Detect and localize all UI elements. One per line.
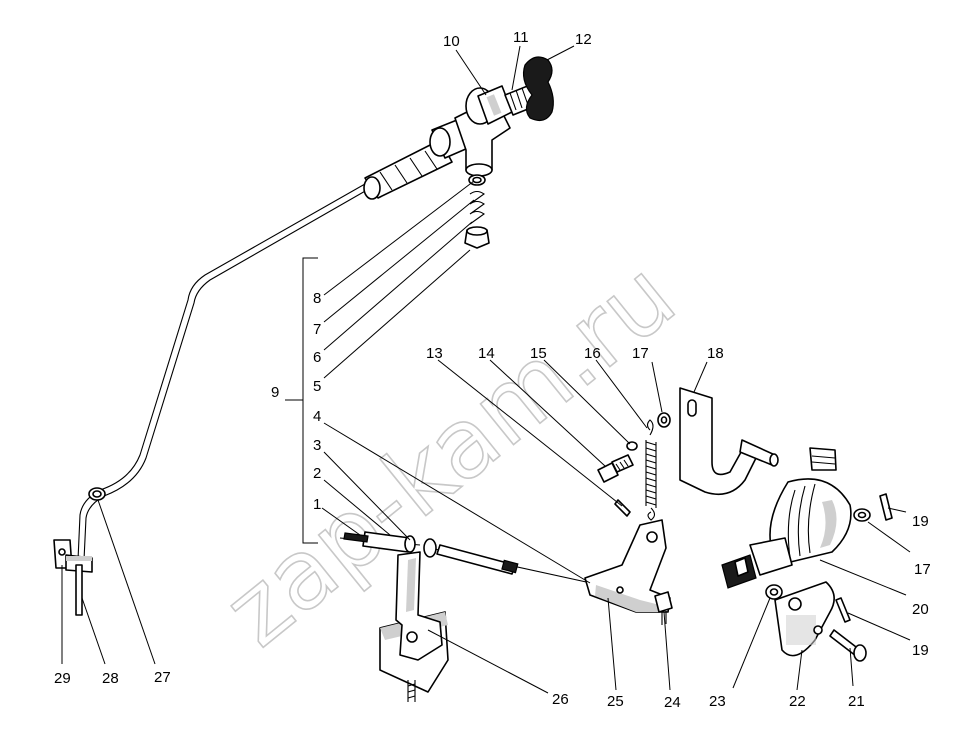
- leader-lines: [61, 45, 911, 694]
- label-18: 18: [707, 345, 724, 362]
- label-6: 6: [313, 349, 321, 366]
- label-17-top: 17: [632, 345, 649, 362]
- bolt-and-washer: [597, 441, 638, 483]
- label-26: 26: [552, 691, 569, 708]
- label-22: 22: [789, 693, 806, 710]
- label-11: 11: [513, 29, 529, 46]
- washer-17-right: [853, 508, 871, 522]
- callout-labels: 1 2 3 4 5 6 7 8 9 10 11 12 13 14 15 16 1…: [54, 29, 931, 711]
- label-9: 9: [271, 384, 279, 401]
- label-25: 25: [607, 693, 624, 710]
- cotter-pin-19-bottom: [835, 597, 851, 623]
- label-12: 12: [575, 31, 592, 48]
- cable-clamp-ring: [88, 487, 106, 501]
- label-17-right: 17: [914, 561, 931, 578]
- mounting-plate: [774, 581, 835, 657]
- cable-end-fitting: [343, 531, 437, 558]
- label-23: 23: [709, 693, 726, 710]
- label-2: 2: [313, 465, 321, 482]
- throttle-lever: [584, 519, 673, 625]
- label-19-top: 19: [912, 513, 929, 530]
- label-24: 24: [664, 694, 681, 711]
- label-15: 15: [530, 345, 547, 362]
- solenoid-bracket: [679, 387, 779, 496]
- label-5: 5: [313, 378, 321, 395]
- mount-bracket: [53, 539, 93, 616]
- label-8: 8: [313, 290, 321, 307]
- label-13: 13: [426, 345, 443, 362]
- return-spring: [645, 419, 657, 521]
- clevis-pin: [829, 629, 867, 662]
- label-19-bottom: 19: [912, 642, 929, 659]
- label-21: 21: [848, 693, 865, 710]
- label-1: 1: [313, 496, 321, 513]
- label-20: 20: [912, 601, 929, 618]
- label-28: 28: [102, 670, 119, 687]
- group-bracket: [285, 257, 318, 544]
- label-4: 4: [313, 408, 321, 425]
- label-16: 16: [584, 345, 601, 362]
- label-3: 3: [313, 437, 321, 454]
- label-14: 14: [478, 345, 495, 362]
- solenoid-actuator: [721, 447, 852, 589]
- washer-17-top: [657, 412, 671, 428]
- cable-sheath: [77, 179, 375, 561]
- label-7: 7: [313, 321, 321, 338]
- label-10: 10: [443, 33, 460, 50]
- lever-bracket: [379, 551, 449, 702]
- control-handle-assembly: [363, 56, 554, 200]
- label-27: 27: [154, 669, 171, 686]
- label-29: 29: [54, 670, 71, 687]
- cotter-pin-19-top: [879, 493, 893, 521]
- washer-23: [765, 584, 783, 600]
- valve-small-parts: [464, 174, 490, 249]
